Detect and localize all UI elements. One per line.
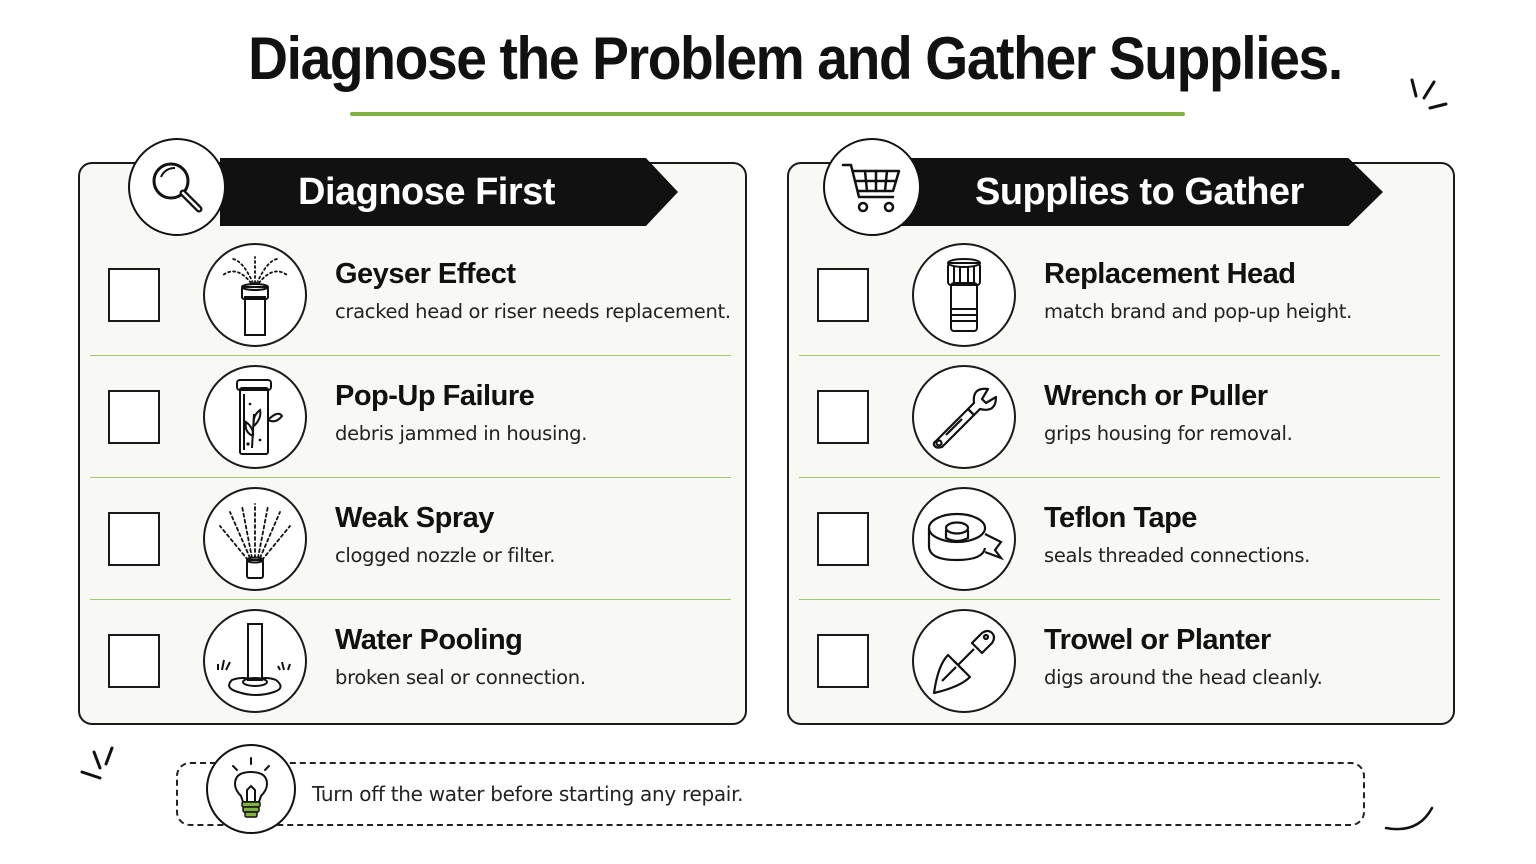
item-desc: seals threaded connections.: [1044, 544, 1311, 567]
magnifying-glass-icon: [128, 138, 226, 236]
checkbox[interactable]: [817, 634, 869, 688]
item-desc: broken seal or connection.: [335, 666, 586, 689]
safety-tip: Turn off the water before starting any r…: [176, 744, 1365, 834]
page-title: Diagnose the Problem and Gather Supplies…: [248, 25, 1343, 92]
item-title: Teflon Tape: [1044, 502, 1197, 534]
checkbox[interactable]: [817, 390, 869, 444]
item-title: Weak Spray: [335, 502, 494, 534]
row-divider: [90, 354, 731, 356]
diagnose-item-geyser: Geyser Effect cracked head or riser need…: [90, 234, 731, 356]
weak-spray-icon: [203, 487, 307, 591]
supplies-panel: Supplies to Gather: [787, 138, 1455, 725]
tape-roll-icon: [912, 487, 1016, 591]
row-divider: [799, 598, 1440, 600]
checkbox[interactable]: [817, 512, 869, 566]
item-title: Wrench or Puller: [1044, 380, 1268, 412]
supplies-heading: Supplies to Gather: [889, 158, 1383, 226]
item-desc: cracked head or riser needs replacement.: [335, 300, 731, 323]
row-divider: [90, 476, 731, 478]
item-desc: debris jammed in housing.: [335, 422, 588, 445]
diagnose-item-popup: Pop-Up Failure debris jammed in housing.: [90, 356, 731, 478]
item-title: Replacement Head: [1044, 258, 1296, 290]
checkbox[interactable]: [108, 512, 160, 566]
row-divider: [799, 354, 1440, 356]
supplies-item-trowel: Trowel or Planter digs around the head c…: [799, 600, 1440, 722]
spark-bottom-left-icon: [80, 746, 114, 780]
item-desc: grips housing for removal.: [1044, 422, 1293, 445]
item-title: Water Pooling: [335, 624, 523, 656]
sprinkler-head-icon: [912, 243, 1016, 347]
item-desc: clogged nozzle or filter.: [335, 544, 556, 567]
item-desc: match brand and pop-up height.: [1044, 300, 1353, 323]
supplies-item-teflon-tape: Teflon Tape seals threaded connections.: [799, 478, 1440, 600]
item-title: Pop-Up Failure: [335, 380, 535, 412]
wrench-icon: [912, 365, 1016, 469]
water-pooling-icon: [203, 609, 307, 713]
checkbox[interactable]: [817, 268, 869, 322]
shopping-cart-icon: [823, 138, 921, 236]
supplies-item-wrench: Wrench or Puller grips housing for remov…: [799, 356, 1440, 478]
checkbox[interactable]: [108, 634, 160, 688]
diagnose-panel: Diagnose First: [78, 138, 747, 725]
diagnose-item-pooling: Water Pooling broken seal or connection.: [90, 600, 731, 722]
item-title: Geyser Effect: [335, 258, 516, 290]
spark-top-right-icon: [1410, 78, 1448, 110]
lightbulb-icon: [206, 744, 296, 834]
debris-housing-icon: [203, 365, 307, 469]
diagnose-item-weak-spray: Weak Spray clogged nozzle or filter.: [90, 478, 731, 600]
tip-text: Turn off the water before starting any r…: [312, 782, 744, 806]
diagnose-heading: Diagnose First: [220, 158, 678, 226]
row-divider: [90, 598, 731, 600]
swoosh-bottom-right-icon: [1384, 806, 1434, 831]
item-title: Trowel or Planter: [1044, 624, 1271, 656]
geyser-sprinkler-icon: [203, 243, 307, 347]
checkbox[interactable]: [108, 268, 160, 322]
trowel-icon: [912, 609, 1016, 713]
title-underline: [350, 112, 1185, 116]
supplies-item-replacement-head: Replacement Head match brand and pop-up …: [799, 234, 1440, 356]
item-desc: digs around the head cleanly.: [1044, 666, 1323, 689]
checkbox[interactable]: [108, 390, 160, 444]
row-divider: [799, 476, 1440, 478]
